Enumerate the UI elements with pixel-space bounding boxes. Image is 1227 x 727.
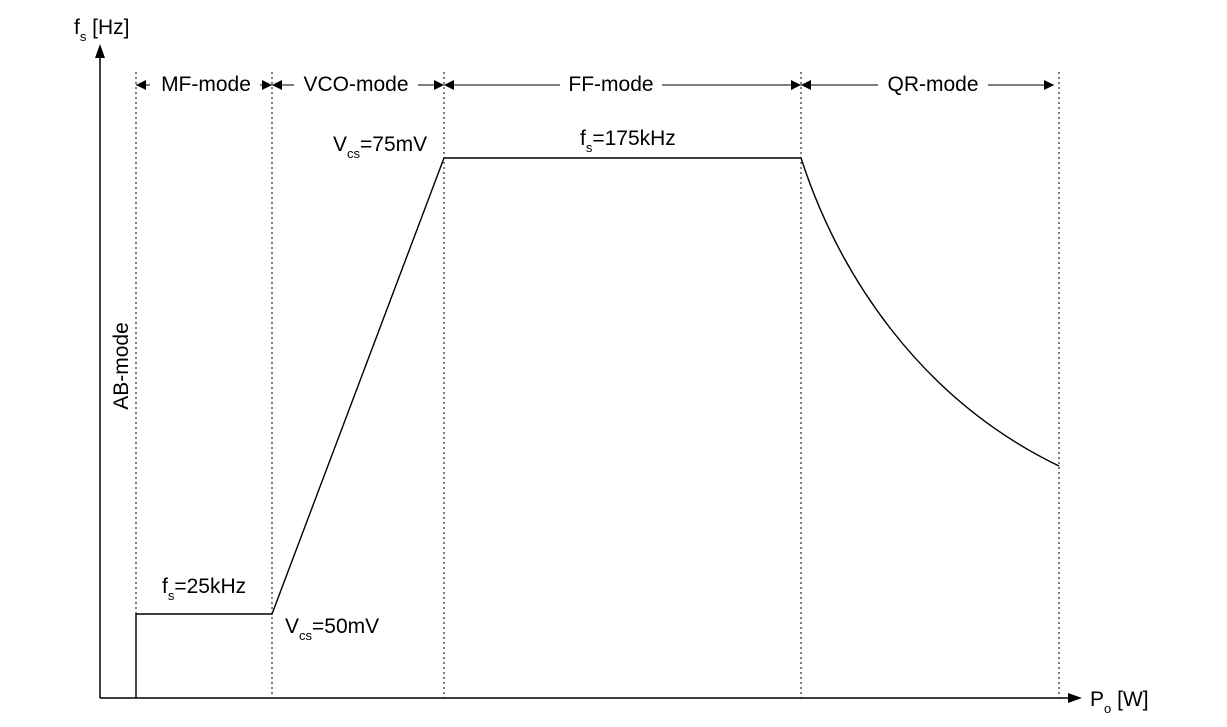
arrow-right-icon (262, 80, 272, 90)
arrow-left-icon (136, 80, 146, 90)
arrow-left-icon (272, 80, 282, 90)
x-axis-arrow-icon (1068, 693, 1082, 703)
x-axis-label: Po [W] (1090, 688, 1149, 716)
mode-boundaries (135, 72, 1060, 698)
mf-mode-range: MF-mode (136, 71, 272, 97)
arrow-right-icon (1044, 80, 1054, 90)
arrow-left-icon (801, 80, 811, 90)
switching-frequency-curve (135, 157, 1060, 698)
mode-range-arrows: MF-mode VCO-mode FF-mode QR-mode (136, 71, 1054, 97)
vco-mode-label: VCO-mode (303, 73, 408, 96)
arrow-right-icon (791, 80, 801, 90)
vco-mode-range: VCO-mode (272, 71, 444, 97)
vcs-50mv-annotation: Vcs=50mV (285, 615, 379, 643)
y-axis-label: fs [Hz] (74, 16, 130, 44)
qr-mode-range: QR-mode (801, 71, 1054, 97)
y-axis-arrow-icon (95, 44, 105, 58)
axes (95, 44, 1082, 703)
fs-25khz-annotation: fs=25kHz (162, 575, 246, 603)
fs-175khz-annotation: fs=175kHz (580, 127, 676, 155)
vcs-75mv-annotation: Vcs=75mV (333, 133, 427, 161)
arrow-right-icon (434, 80, 444, 90)
arrow-left-icon (444, 80, 454, 90)
ff-mode-label: FF-mode (568, 73, 653, 96)
ff-mode-range: FF-mode (444, 71, 801, 97)
ab-mode-label: AB-mode (110, 322, 133, 410)
mf-mode-label: MF-mode (161, 73, 251, 96)
qr-mode-label: QR-mode (887, 73, 978, 96)
